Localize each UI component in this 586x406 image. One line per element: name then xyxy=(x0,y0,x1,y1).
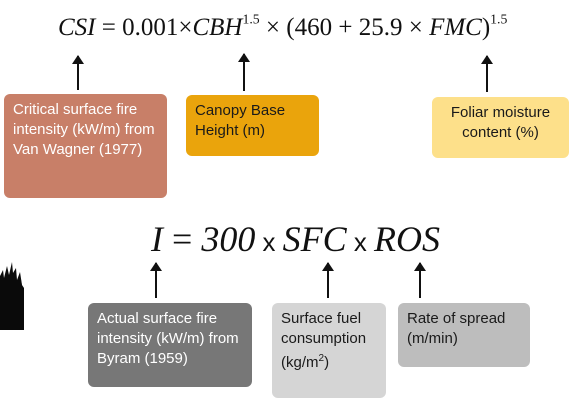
cbh-symbol: CBH xyxy=(192,14,243,41)
sfc-symbol: SFC xyxy=(282,219,347,259)
ros-description-box: Rate of spread (m/min) xyxy=(398,303,530,367)
close-paren: ) xyxy=(481,14,491,41)
arrow-up-icon xyxy=(150,262,162,298)
outer-exponent: 1.5 xyxy=(490,11,508,27)
cbh-description-box: Canopy Base Height (m) xyxy=(186,95,319,156)
constant-460: 460 xyxy=(294,14,333,41)
arrow-up-icon xyxy=(238,53,250,91)
csi-symbol: CSI xyxy=(58,14,96,41)
csi-equation: CSI = 0.001×CBH1.5 × (460 + 25.9 × FMC)1… xyxy=(58,11,508,42)
csi-description: Critical surface fire intensity (kW/m) f… xyxy=(13,101,155,158)
sfc-description: Surface fuel consumption (kg/m xyxy=(281,310,367,371)
intensity-description-box: Actual surface fire intensity (kW/m) fro… xyxy=(88,303,252,387)
sfc-description-box: Surface fuel consumption (kg/m2) xyxy=(272,303,386,398)
equals-sign: = xyxy=(163,219,202,259)
open-paren: ( xyxy=(286,14,295,41)
multiply-sign: x xyxy=(346,229,375,257)
coefficient: 300 xyxy=(201,219,256,259)
sfc-unit-superscript: 2 xyxy=(318,353,325,364)
arrow-up-icon xyxy=(72,55,84,90)
arrow-up-icon xyxy=(414,262,426,298)
constant-25-9: 25.9 xyxy=(358,14,403,41)
fmc-symbol: FMC xyxy=(429,14,482,41)
sfc-description-end: ) xyxy=(324,354,330,371)
multiply-sign: × xyxy=(402,14,430,41)
fire-silhouette-image xyxy=(0,262,24,330)
fmc-description-box: Foliar moisture content (%) xyxy=(432,97,569,158)
fire-intensity-equation: I = 300 x SFC x ROS xyxy=(151,218,440,260)
arrow-up-icon xyxy=(481,55,493,92)
cbh-exponent: 1.5 xyxy=(242,11,260,27)
ros-description: Rate of spread (m/min) xyxy=(407,310,506,347)
intensity-description: Actual surface fire intensity (kW/m) fro… xyxy=(97,310,239,367)
cbh-description: Canopy Base Height (m) xyxy=(195,102,286,139)
csi-description-box: Critical surface fire intensity (kW/m) f… xyxy=(4,94,167,198)
ros-symbol: ROS xyxy=(374,219,441,259)
multiply-sign: × xyxy=(178,14,193,41)
multiply-sign: × xyxy=(259,14,287,41)
multiply-sign: x xyxy=(255,229,283,257)
equals-sign: = xyxy=(95,14,123,41)
plus-sign: + xyxy=(332,14,359,41)
fmc-description: Foliar moisture content (%) xyxy=(450,104,551,141)
coefficient: 0.001 xyxy=(122,14,179,41)
intensity-symbol: I xyxy=(151,219,163,259)
arrow-up-icon xyxy=(322,262,334,298)
